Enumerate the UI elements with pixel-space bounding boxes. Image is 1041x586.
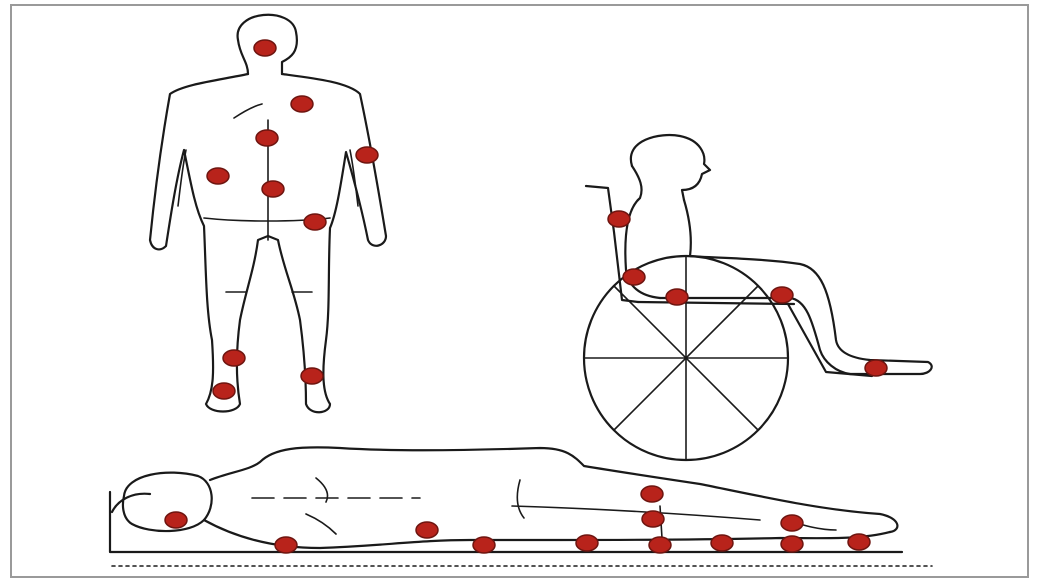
pressure-point-standing-back-view-10	[213, 383, 235, 399]
standing-torso-right	[268, 74, 386, 412]
pressure-point-standing-back-view-5	[207, 168, 229, 184]
pressure-point-lying-side-1	[165, 512, 187, 528]
pressure-point-lying-side-12	[848, 534, 870, 550]
lying-ribs	[306, 478, 524, 534]
pressure-point-standing-back-view-9	[301, 368, 323, 384]
standing-neck-left	[238, 40, 248, 74]
lying-figure	[110, 447, 932, 566]
pressure-point-standing-back-view-6	[262, 181, 284, 197]
pressure-point-lying-side-7	[642, 511, 664, 527]
pressure-point-lying-side-8	[649, 537, 671, 553]
pressure-point-lying-side-2	[275, 537, 297, 553]
pillow	[112, 494, 150, 512]
pressure-point-lying-side-5	[576, 535, 598, 551]
pressure-point-lying-side-6	[641, 486, 663, 502]
pressure-point-markers	[165, 40, 887, 553]
pressure-point-lying-side-4	[473, 537, 495, 553]
standing-torso-left	[150, 74, 268, 412]
pressure-point-lying-side-11	[781, 536, 803, 552]
pressure-point-lying-side-9	[711, 535, 733, 551]
pressure-point-seated-wheelchair-3	[666, 289, 688, 305]
pressure-point-lying-side-10	[781, 515, 803, 531]
pressure-point-standing-back-view-1	[254, 40, 276, 56]
pressure-point-seated-wheelchair-5	[865, 360, 887, 376]
pressure-point-seated-wheelchair-1	[608, 211, 630, 227]
seated-chest	[684, 200, 932, 374]
pressure-point-seated-wheelchair-4	[771, 287, 793, 303]
pressure-point-standing-back-view-3	[256, 130, 278, 146]
seated-head	[631, 135, 710, 200]
standing-figure	[150, 15, 386, 413]
pressure-point-lying-side-3	[416, 522, 438, 538]
pressure-point-standing-back-view-7	[304, 214, 326, 230]
standing-shoulder-blade	[234, 104, 262, 118]
lying-hip-line	[512, 506, 760, 520]
pressure-point-standing-back-view-4	[356, 147, 378, 163]
wheelchair-figure	[584, 135, 932, 460]
wheelchair-spokes	[584, 256, 788, 460]
pressure-point-standing-back-view-8	[223, 350, 245, 366]
pressure-point-standing-back-view-2	[291, 96, 313, 112]
pressure-point-seated-wheelchair-2	[623, 269, 645, 285]
